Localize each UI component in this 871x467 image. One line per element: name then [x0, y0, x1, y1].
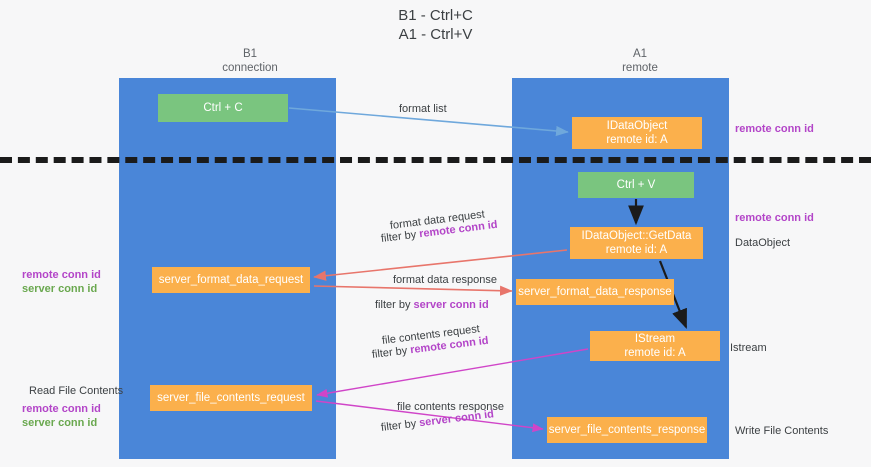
filter-by-prefix: filter by — [380, 228, 420, 245]
server-conn-id-token: server conn id — [413, 299, 489, 311]
left-legend-format: remote conn id server conn id — [22, 268, 101, 296]
node-idataobject[interactable]: IDataObject remote id: A — [572, 117, 702, 149]
left-server-conn-id-1: server conn id — [22, 283, 98, 295]
filter-by-prefix: filter by — [380, 417, 420, 434]
label-istream-side: Istream — [730, 342, 767, 354]
column-header-b1: B1 connection — [222, 48, 278, 74]
page-title: B1 - Ctrl+C A1 - Ctrl+V — [398, 7, 473, 43]
node-istream[interactable]: IStream remote id: A — [590, 331, 720, 361]
node-ctrl-c[interactable]: Ctrl + C — [158, 94, 288, 122]
left-remote-conn-id-1: remote conn id — [22, 269, 101, 281]
label-filter-by-server-conn-id-format: filter by server conn id — [375, 298, 489, 312]
machine-boundary-divider — [0, 157, 871, 163]
label-remote-conn-id-mid: remote conn id — [735, 212, 814, 224]
filter-by-prefix: filter by — [371, 344, 411, 361]
node-server-file-contents-request[interactable]: server_file_contents_request — [150, 385, 312, 411]
label-format-data-response: format data response — [393, 274, 497, 286]
left-server-conn-id-2: server conn id — [22, 417, 98, 429]
filter-by-prefix: filter by — [375, 299, 414, 311]
node-idataobject-getdata[interactable]: IDataObject::GetData remote id: A — [570, 227, 703, 259]
label-dataobject: DataObject — [735, 237, 791, 249]
label-read-file-contents: Read File Contents — [29, 385, 124, 397]
node-server-format-data-request[interactable]: server_format_data_request — [152, 267, 310, 293]
left-legend-file: remote conn id server conn id — [22, 402, 101, 430]
node-server-format-data-response[interactable]: server_format_data_response — [516, 279, 674, 305]
label-write-file-contents: Write File Contents — [735, 425, 829, 437]
label-format-list: format list — [399, 103, 447, 115]
node-server-file-contents-response[interactable]: server_file_contents_response — [547, 417, 707, 443]
left-remote-conn-id-2: remote conn id — [22, 403, 101, 415]
node-ctrl-v[interactable]: Ctrl + V — [578, 172, 694, 198]
column-header-a1: A1 remote — [622, 48, 658, 74]
label-remote-conn-id-top: remote conn id — [735, 123, 814, 135]
